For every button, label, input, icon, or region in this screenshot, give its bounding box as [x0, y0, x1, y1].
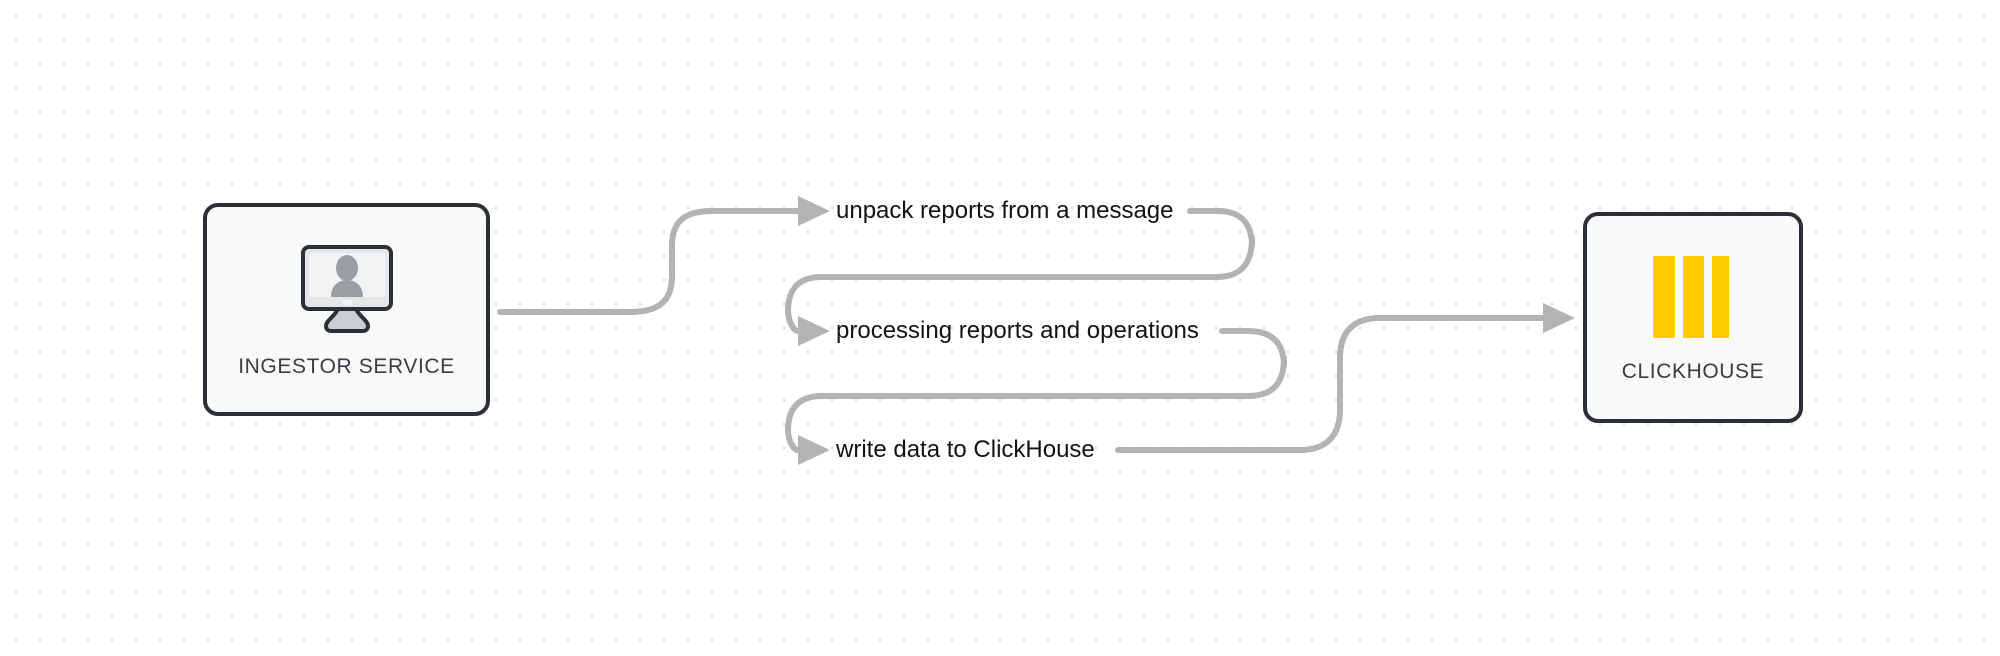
edge-label-write: write data to ClickHouse: [836, 436, 1095, 463]
node-clickhouse[interactable]: CLICKHOUSE: [1583, 212, 1803, 423]
edge-label-unpack: unpack reports from a message: [836, 197, 1174, 224]
edge-unpack-path: [497, 208, 801, 315]
node-ingestor-service[interactable]: INGESTOR SERVICE: [203, 203, 490, 416]
edge-unpack[interactable]: [497, 196, 830, 315]
edge-processing-arrowhead: [798, 316, 830, 346]
monitor-user-icon: [293, 241, 401, 337]
node-ingestor-service-label: INGESTOR SERVICE: [238, 354, 455, 378]
edge-write-path: [785, 328, 1287, 453]
edge-to-clickhouse-arrowhead: [1543, 303, 1575, 333]
edge-label-processing: processing reports and operations: [836, 317, 1199, 344]
edge-processing-path: [785, 208, 1255, 334]
clickhouse-bars-icon: [1645, 252, 1741, 342]
edge-write-arrowhead: [798, 435, 830, 465]
node-clickhouse-label: CLICKHOUSE: [1621, 359, 1765, 383]
edge-unpack-arrowhead: [798, 196, 830, 226]
